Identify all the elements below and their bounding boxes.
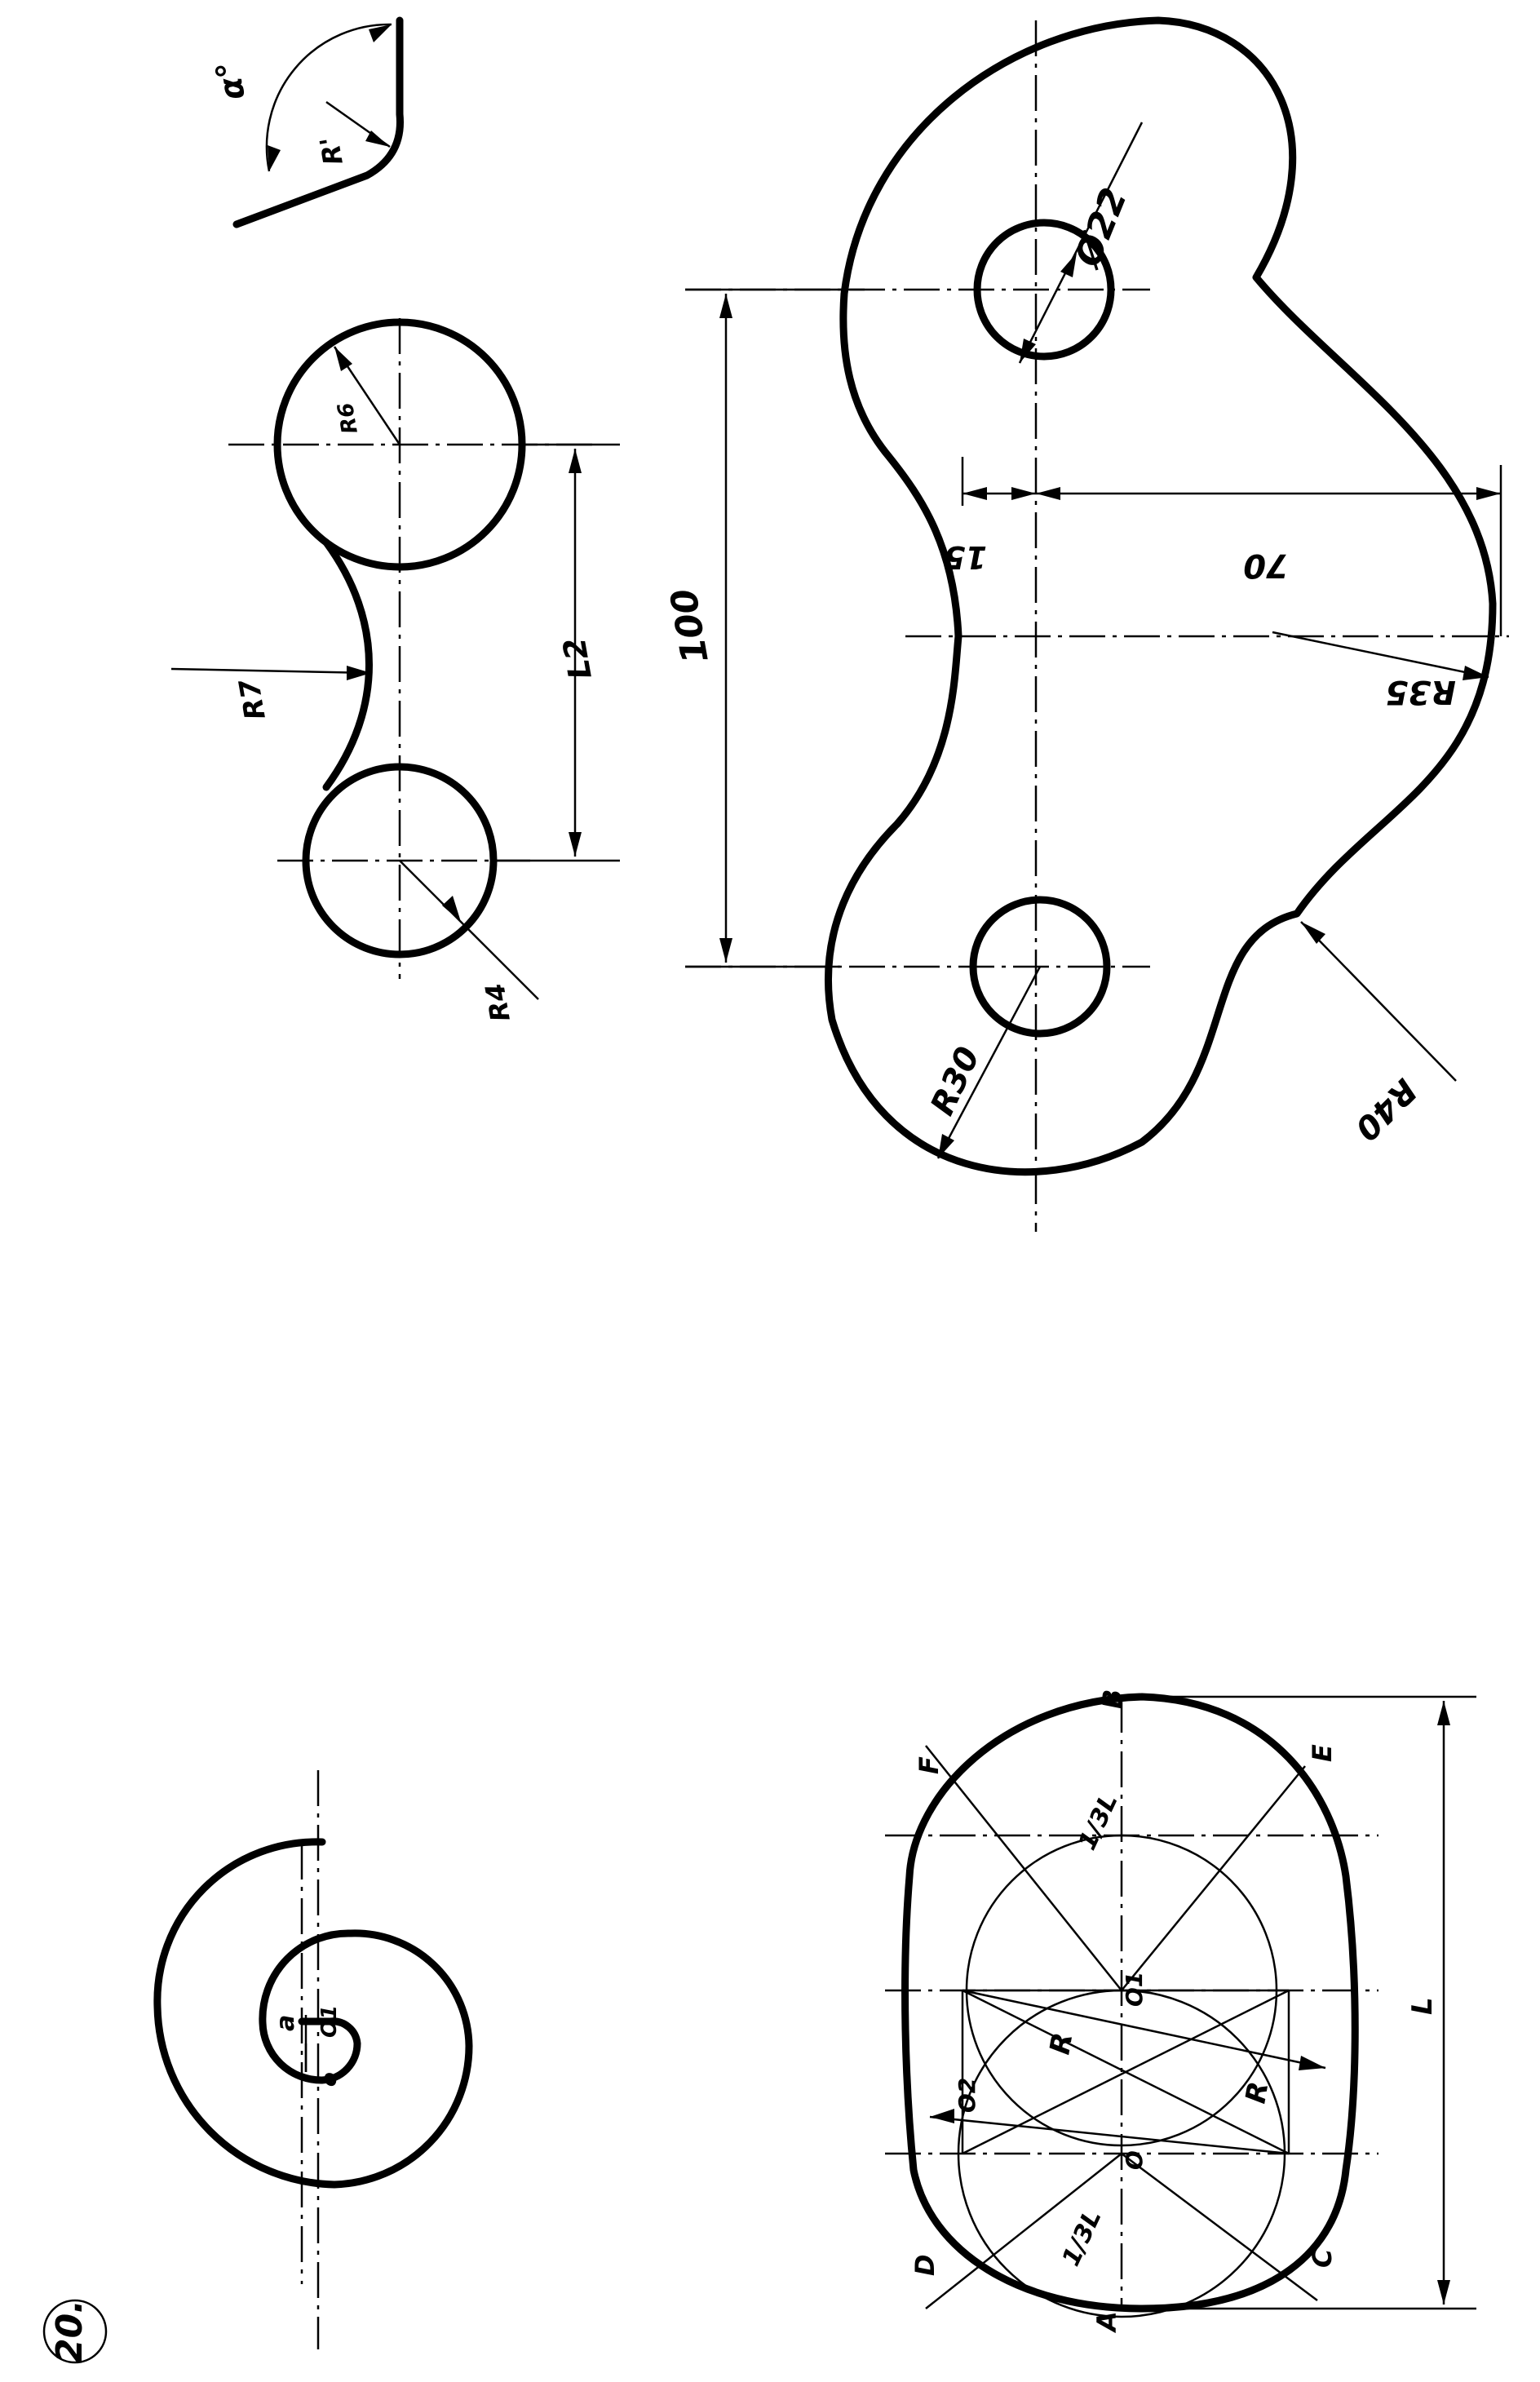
oval-third-l-left: 1/3L <box>1057 2205 1108 2270</box>
arc-detail-angle-arc <box>265 23 392 172</box>
cam-r40-label: R40 <box>1348 1071 1424 1148</box>
oval-point-f: F <box>914 1756 945 1774</box>
oval-outline <box>901 1693 1359 2313</box>
oval-point-b: B <box>1097 1689 1128 1709</box>
cam-r30-label: R30 <box>923 1041 987 1121</box>
link-r6-label: R6 <box>334 401 363 436</box>
oval-third-l-right: 1/3L <box>1073 1789 1124 1854</box>
oval-point-c: C <box>1307 2248 1338 2268</box>
spiral-o1-label: O1 <box>317 2005 342 2038</box>
oval-l-label: L <box>1406 1997 1439 2015</box>
link-l2-label: L2 <box>556 635 599 683</box>
link-r7-label: R7 <box>233 676 272 722</box>
oval-o-label: O <box>1121 2150 1148 2170</box>
oval-r-small-label: R <box>1043 2030 1079 2057</box>
oval-point-a: A <box>1091 2311 1122 2334</box>
oval-figure: L A B C D E F O O1 O2 1/3L 1/3L R R <box>885 1689 1476 2334</box>
link-r7-arc <box>322 538 373 791</box>
arc-detail-figure: α° R' <box>209 16 404 228</box>
oval-o2-label: O2 <box>954 2078 980 2113</box>
cam-dim-70: 70 <box>1243 547 1289 584</box>
cam-dim-100: 100 <box>663 586 717 666</box>
spiral-curve <box>153 1838 473 2189</box>
arc-detail-edges <box>232 16 404 228</box>
oval-point-d: D <box>909 2254 940 2276</box>
cam-r35-label: R35 <box>1386 673 1456 711</box>
spiral-a-label: a <box>272 2015 300 2031</box>
cam-dim-15: 15 <box>944 539 987 575</box>
link-r4-label: R4 <box>479 981 516 1024</box>
sheet-number-badge: 20. <box>42 2299 108 2364</box>
sheet-number: 20. <box>49 2300 91 2363</box>
arc-detail-angle-label: α° <box>209 59 253 104</box>
spiral-figure: a o O1 <box>153 1770 473 2349</box>
cam-outline <box>825 16 1497 1176</box>
cam-figure: Ø22 100 15 70 R35 R30 R40 <box>663 16 1509 1232</box>
oval-point-e: E <box>1307 1744 1338 1762</box>
oval-o1-label: O1 <box>1121 1972 1148 2007</box>
link-figure: R6 R7 R4 L2 <box>170 318 620 1024</box>
arc-detail-r-label: R' <box>313 135 348 168</box>
spiral-o-label: o <box>317 2072 342 2087</box>
